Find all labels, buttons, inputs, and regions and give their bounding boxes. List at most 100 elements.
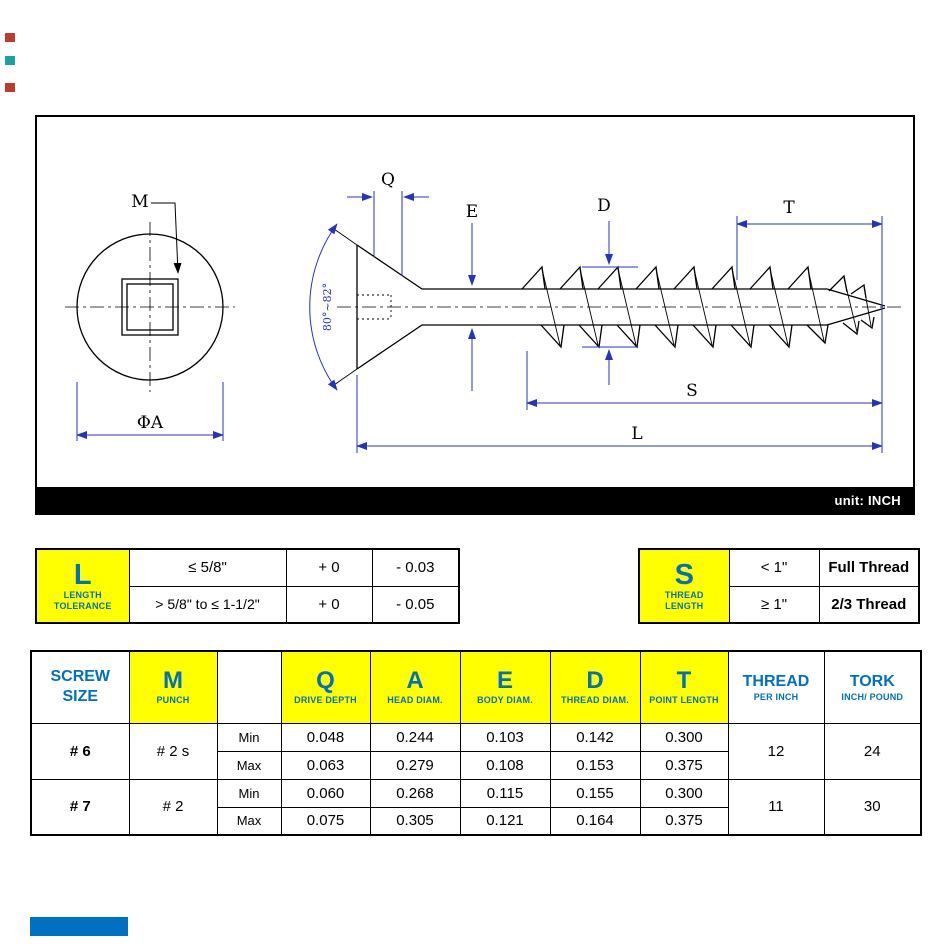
header-e: E BODY DIAM.	[459, 650, 551, 724]
dim-label-e: E	[466, 202, 478, 222]
header-sub: PER INCH	[753, 691, 799, 702]
value-cell-q: 0.060	[280, 778, 371, 808]
header-letter-s: S	[674, 558, 694, 591]
value-cell-d: 0.142	[549, 722, 641, 752]
next-section-bar	[30, 917, 128, 936]
tip-taper	[826, 288, 886, 326]
header-letter: T	[676, 667, 692, 695]
value-cell-a: 0.279	[369, 750, 461, 780]
header-sub: DRIVE DEPTH	[294, 694, 357, 705]
punch-cell: # 2	[128, 778, 218, 836]
min-label-cell: Min	[216, 778, 282, 808]
header-letter: E	[496, 667, 513, 695]
thread-per-inch-cell: 12	[727, 722, 825, 780]
thread-value-cell: Full Thread	[818, 548, 920, 587]
screw-size-cell: # 6	[30, 722, 130, 780]
tolerance-minus-cell: - 0.03	[371, 548, 460, 587]
value-cell-e: 0.115	[459, 778, 551, 808]
header-line: SCREW	[50, 668, 111, 686]
max-label-cell: Max	[216, 806, 282, 836]
value-cell-q: 0.048	[280, 722, 371, 752]
header-sub-line2: LENGTH	[665, 601, 704, 612]
edge-speck	[5, 56, 15, 65]
header-line: THREAD	[742, 672, 810, 690]
value-cell-e: 0.121	[459, 806, 551, 836]
header-row: SCREW SIZE M PUNCH Q DRIVE DEPTH A	[30, 650, 922, 724]
header-a: A HEAD DIAM.	[369, 650, 461, 724]
header-screw-size: SCREW SIZE	[30, 650, 130, 724]
header-letter: M	[163, 667, 183, 695]
header-sub: THREAD DIAM.	[561, 694, 629, 705]
header-empty	[216, 650, 282, 724]
drive-recess-hidden-lines	[357, 294, 392, 320]
value-cell-q: 0.063	[280, 750, 371, 780]
center-lines	[65, 222, 903, 392]
dim-label-s: S	[686, 381, 698, 401]
header-sub: INCH/ POUND	[841, 691, 904, 702]
edge-speck	[5, 83, 15, 92]
header-sub-line2: TOLERANCE	[53, 601, 112, 612]
screw-spec-table: SCREW SIZE M PUNCH Q DRIVE DEPTH A	[30, 650, 922, 836]
header-letter-l: L	[73, 558, 92, 591]
value-cell-a: 0.305	[369, 806, 461, 836]
value-cell-d: 0.155	[549, 778, 641, 808]
dim-label-m: M	[131, 192, 148, 212]
header-m-punch: M PUNCH	[128, 650, 218, 724]
thread-teeth-bottom	[540, 324, 829, 349]
square-drive-outer	[121, 278, 179, 336]
value-cell-a: 0.244	[369, 722, 461, 752]
drawing-frame: M ΦA Q E D T S L 80°~82° unit: INCH	[35, 115, 915, 515]
header-sub-line1: LENGTH	[63, 589, 102, 600]
table-row: S THREAD LENGTH < 1" Full Thread	[638, 548, 920, 624]
header-letter: D	[586, 667, 604, 695]
table-row: L LENGTH TOLERANCE ≤ 5/8" + 0 - 0.03	[35, 548, 460, 624]
punch-cell: # 2 s	[128, 722, 218, 780]
angle-label: 80°~82°	[321, 283, 334, 331]
dim-label-d: D	[597, 196, 611, 216]
table-row: Max 0.063 0.279 0.108 0.153 0.375	[31, 750, 921, 780]
header-sub: BODY DIAM.	[477, 694, 533, 705]
dim-label-q: Q	[381, 170, 395, 190]
header-thread-per-inch: THREAD PER INCH	[727, 650, 825, 724]
table-row: ≥ 1" 2/3 Thread	[639, 585, 920, 624]
dim-label-l: L	[631, 424, 642, 444]
unit-bar: unit: INCH	[37, 487, 913, 513]
thread-per-inch-cell: 11	[727, 778, 825, 836]
header-line: TORK	[849, 672, 895, 690]
dim-label-phi-a: ΦA	[137, 413, 164, 433]
tolerance-plus-cell: + 0	[285, 585, 373, 624]
thread-root-lines	[537, 288, 827, 326]
value-cell-t: 0.300	[639, 722, 729, 752]
value-cell-t: 0.375	[639, 750, 729, 780]
table-row: # 6 # 2 s Min 0.048 0.244 0.103 0.142 0.…	[30, 722, 922, 780]
tolerance-minus-cell: - 0.05	[371, 585, 460, 624]
thread-range-cell: ≥ 1"	[728, 585, 820, 624]
dim-label-t: T	[783, 198, 795, 218]
angle-extension-lines	[333, 228, 358, 386]
header-sub: POINT LENGTH	[649, 694, 719, 705]
table-row: Max 0.075 0.305 0.121 0.164 0.375	[31, 806, 921, 836]
edge-speck	[5, 33, 15, 42]
length-tolerance-header-cell: L LENGTH TOLERANCE	[35, 548, 130, 624]
header-tork: TORK INCH/ POUND	[823, 650, 922, 724]
tolerance-range-cell: ≤ 5/8"	[128, 548, 287, 587]
screw-size-cell: # 7	[30, 778, 130, 836]
header-t: T POINT LENGTH	[639, 650, 729, 724]
length-tolerance-table: L LENGTH TOLERANCE ≤ 5/8" + 0 - 0.03 > 5…	[35, 548, 460, 624]
table-row: # 7 # 2 Min 0.060 0.268 0.115 0.155 0.30…	[30, 778, 922, 836]
thread-teeth-top	[521, 265, 812, 290]
value-cell-a: 0.268	[369, 778, 461, 808]
m-leader-arrow	[151, 202, 182, 274]
tolerance-range-cell: > 5/8" to ≤ 1-1/2"	[128, 585, 287, 624]
value-cell-q: 0.075	[280, 806, 371, 836]
header-sub: PUNCH	[156, 694, 190, 705]
screw-technical-drawing: M ΦA Q E D T S L 80°~82°	[65, 170, 903, 453]
thread-length-header-cell: S THREAD LENGTH	[638, 548, 730, 624]
value-cell-e: 0.108	[459, 750, 551, 780]
max-label-cell: Max	[216, 750, 282, 780]
tork-cell: 24	[823, 722, 922, 780]
head-front-view	[76, 233, 224, 381]
header-letter: A	[406, 667, 424, 695]
thread-length-table: S THREAD LENGTH < 1" Full Thread ≥ 1" 2/…	[638, 548, 920, 624]
